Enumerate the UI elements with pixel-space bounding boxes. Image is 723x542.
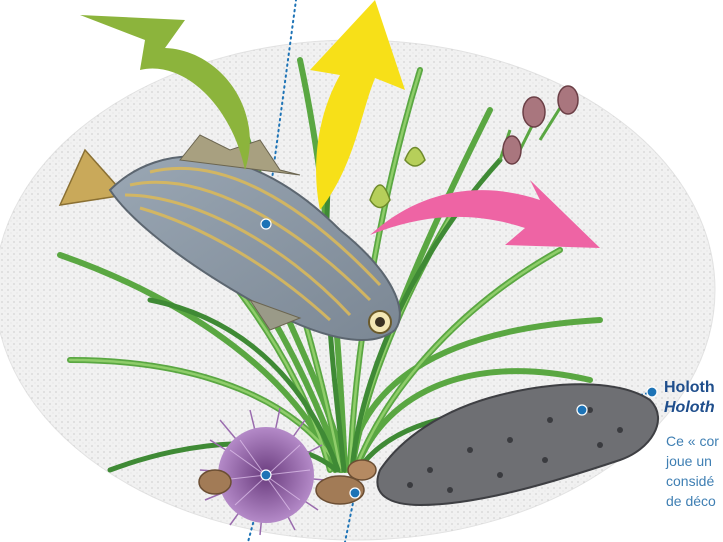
description-line: considé [666, 471, 719, 491]
sea-cucumber-latin-name: Holoth [664, 398, 715, 418]
sea-cucumber-description: Ce « cor joue un considé de déco [666, 431, 719, 511]
description-line: joue un [666, 451, 719, 471]
description-line: de déco [666, 491, 719, 511]
sea-cucumber-label: Holoth Holoth [664, 378, 715, 418]
description-line: Ce « cor [666, 431, 719, 451]
sea-cucumber-common-name: Holoth [664, 379, 715, 396]
